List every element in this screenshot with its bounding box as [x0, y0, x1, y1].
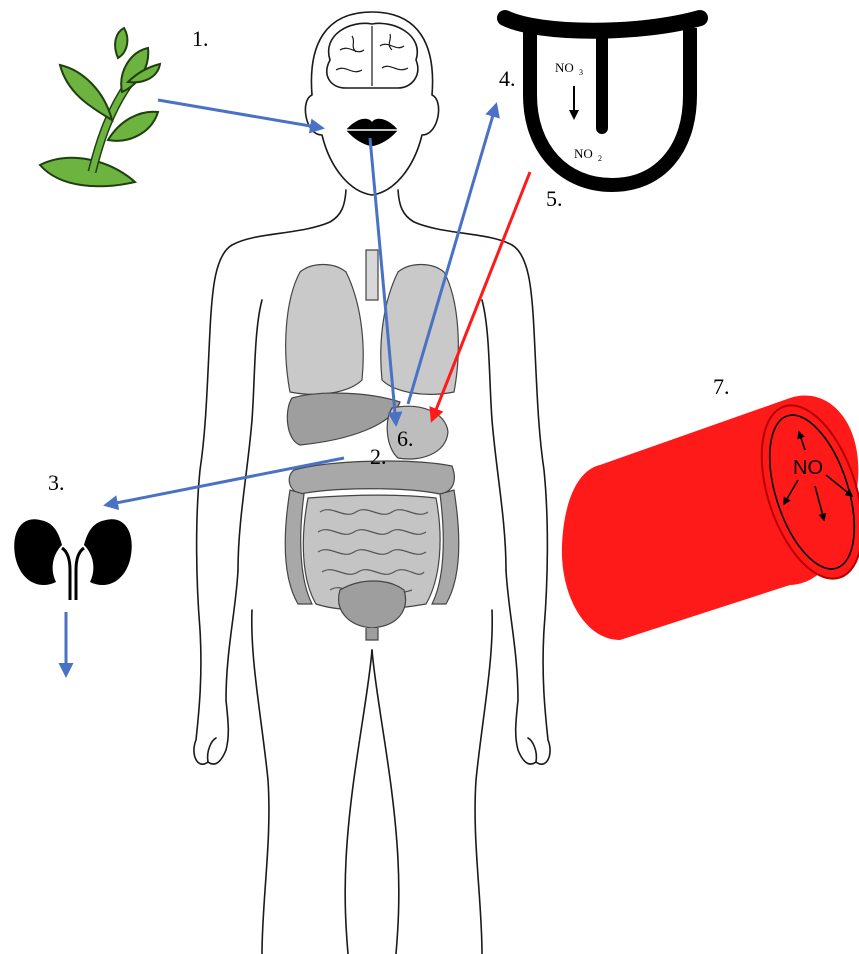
- blood-vessel-icon: NO: [562, 393, 859, 640]
- step-7-label: 7.: [713, 374, 730, 399]
- nitrate-label-sub: 3: [579, 68, 583, 77]
- step-1-label: 1.: [192, 26, 209, 51]
- step-5-label: 5.: [546, 186, 563, 211]
- brain-icon: [327, 23, 418, 88]
- tongue-icon: NO 3 NO 2: [505, 18, 700, 185]
- arrow-plant-to-mouth: [158, 100, 322, 128]
- nitrite-label-base: NO: [574, 146, 593, 161]
- kidneys-icon: [14, 519, 131, 600]
- plant-icon: [40, 28, 160, 186]
- step-6-label: 6.: [397, 426, 414, 451]
- step-4-label: 4.: [499, 66, 516, 91]
- nitric-oxide-label: NO: [793, 457, 823, 479]
- lips-icon: [346, 119, 398, 146]
- step-3-label: 3.: [48, 470, 65, 495]
- nitrite-label-sub: 2: [598, 154, 602, 163]
- step-2-label: 2.: [370, 444, 387, 469]
- nitrate-label-base: NO: [555, 60, 574, 75]
